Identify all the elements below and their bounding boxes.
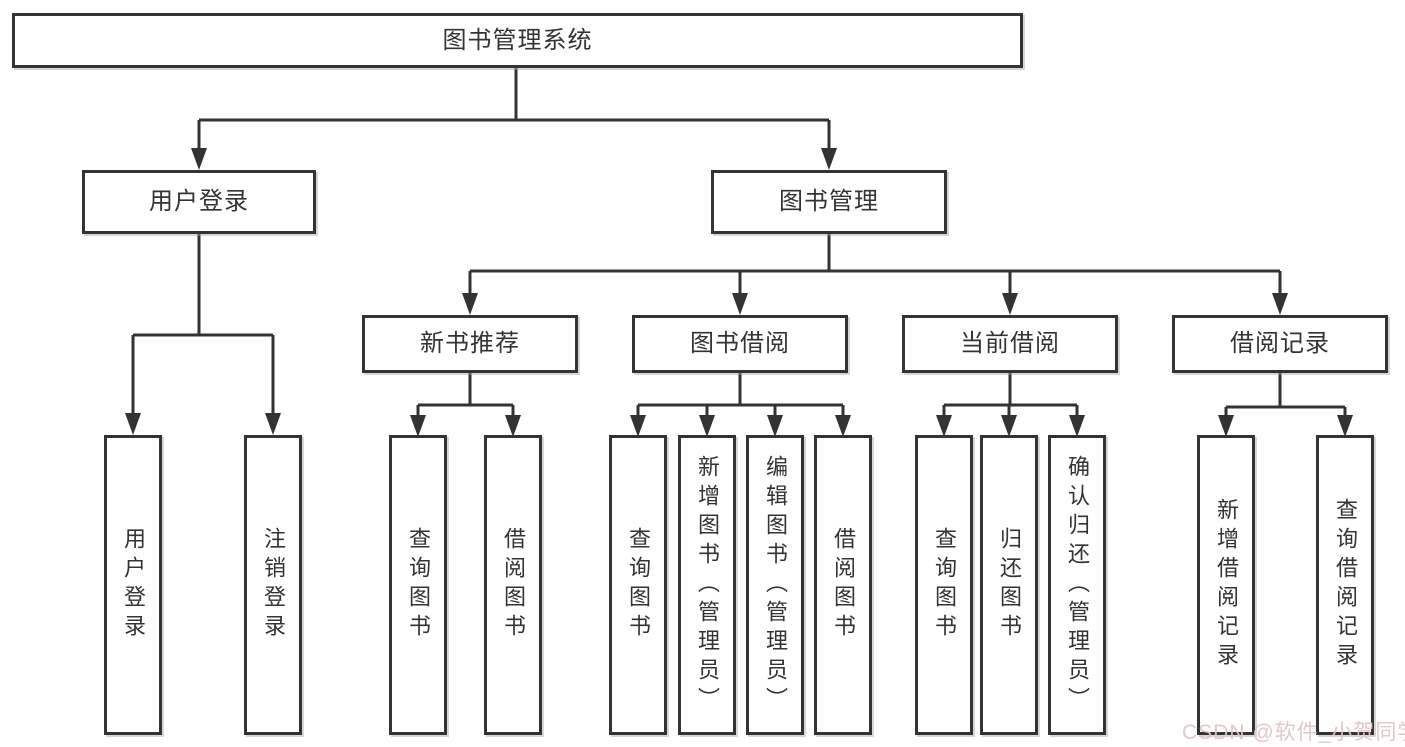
node-book-management-label: 图书管理 — [779, 188, 879, 215]
leaf-borrow-books-recommend-label: 借阅图书 — [501, 527, 526, 643]
leaf-add-books-admin-label: 新增图书（管理员） — [695, 454, 720, 716]
leaf-query-borrow-record-label: 查询借阅记录 — [1333, 498, 1358, 672]
node-book-management: 图书管理 — [711, 170, 947, 234]
node-current-borrow-label: 当前借阅 — [960, 330, 1060, 357]
leaf-logout-login-label: 注销登录 — [261, 527, 286, 643]
leaf-query-books-current: 查询图书 — [915, 435, 973, 735]
node-library-system: 图书管理系统 — [12, 13, 1023, 68]
leaf-query-books-current-label: 查询图书 — [932, 527, 957, 643]
leaf-query-books-borrow-label: 查询图书 — [626, 527, 651, 643]
node-library-system-label: 图书管理系统 — [442, 26, 593, 54]
leaf-query-books-recommend-label: 查询图书 — [406, 527, 431, 643]
leaf-add-borrow-record-label: 新增借阅记录 — [1214, 498, 1239, 672]
leaf-confirm-return-admin-label: 确认归还（管理员） — [1065, 454, 1090, 716]
leaf-user-login-label: 用户登录 — [121, 527, 146, 643]
node-book-borrow-label: 图书借阅 — [690, 330, 790, 357]
leaf-edit-books-admin: 编辑图书（管理员） — [746, 435, 804, 735]
leaf-borrow-books: 借阅图书 — [814, 435, 872, 735]
leaf-add-books-admin: 新增图书（管理员） — [678, 435, 736, 735]
leaf-borrow-books-label: 借阅图书 — [831, 527, 856, 643]
node-new-book-recommend-label: 新书推荐 — [420, 330, 520, 357]
node-borrow-records-label: 借阅记录 — [1230, 330, 1330, 357]
node-user-login-label: 用户登录 — [149, 188, 249, 215]
leaf-query-books-borrow: 查询图书 — [609, 435, 667, 735]
node-book-borrow: 图书借阅 — [632, 315, 848, 373]
leaf-query-borrow-record: 查询借阅记录 — [1316, 435, 1374, 735]
node-borrow-records: 借阅记录 — [1172, 315, 1388, 373]
node-new-book-recommend: 新书推荐 — [362, 315, 578, 373]
node-user-login: 用户登录 — [82, 170, 316, 234]
leaf-add-borrow-record: 新增借阅记录 — [1197, 435, 1255, 735]
leaf-edit-books-admin-label: 编辑图书（管理员） — [763, 454, 788, 716]
leaf-borrow-books-recommend: 借阅图书 — [484, 435, 542, 735]
leaf-confirm-return-admin: 确认归还（管理员） — [1048, 435, 1106, 735]
leaf-user-login: 用户登录 — [104, 435, 162, 735]
leaf-logout-login: 注销登录 — [244, 435, 302, 735]
arrowhead-icons — [125, 148, 1353, 437]
csdn-watermark: CSDN @软件_小贺同学 — [1182, 721, 1405, 744]
leaf-return-books-label: 归还图书 — [997, 527, 1022, 643]
leaf-return-books: 归还图书 — [980, 435, 1038, 735]
node-current-borrow: 当前借阅 — [902, 315, 1118, 373]
leaf-query-books-recommend: 查询图书 — [389, 435, 447, 735]
